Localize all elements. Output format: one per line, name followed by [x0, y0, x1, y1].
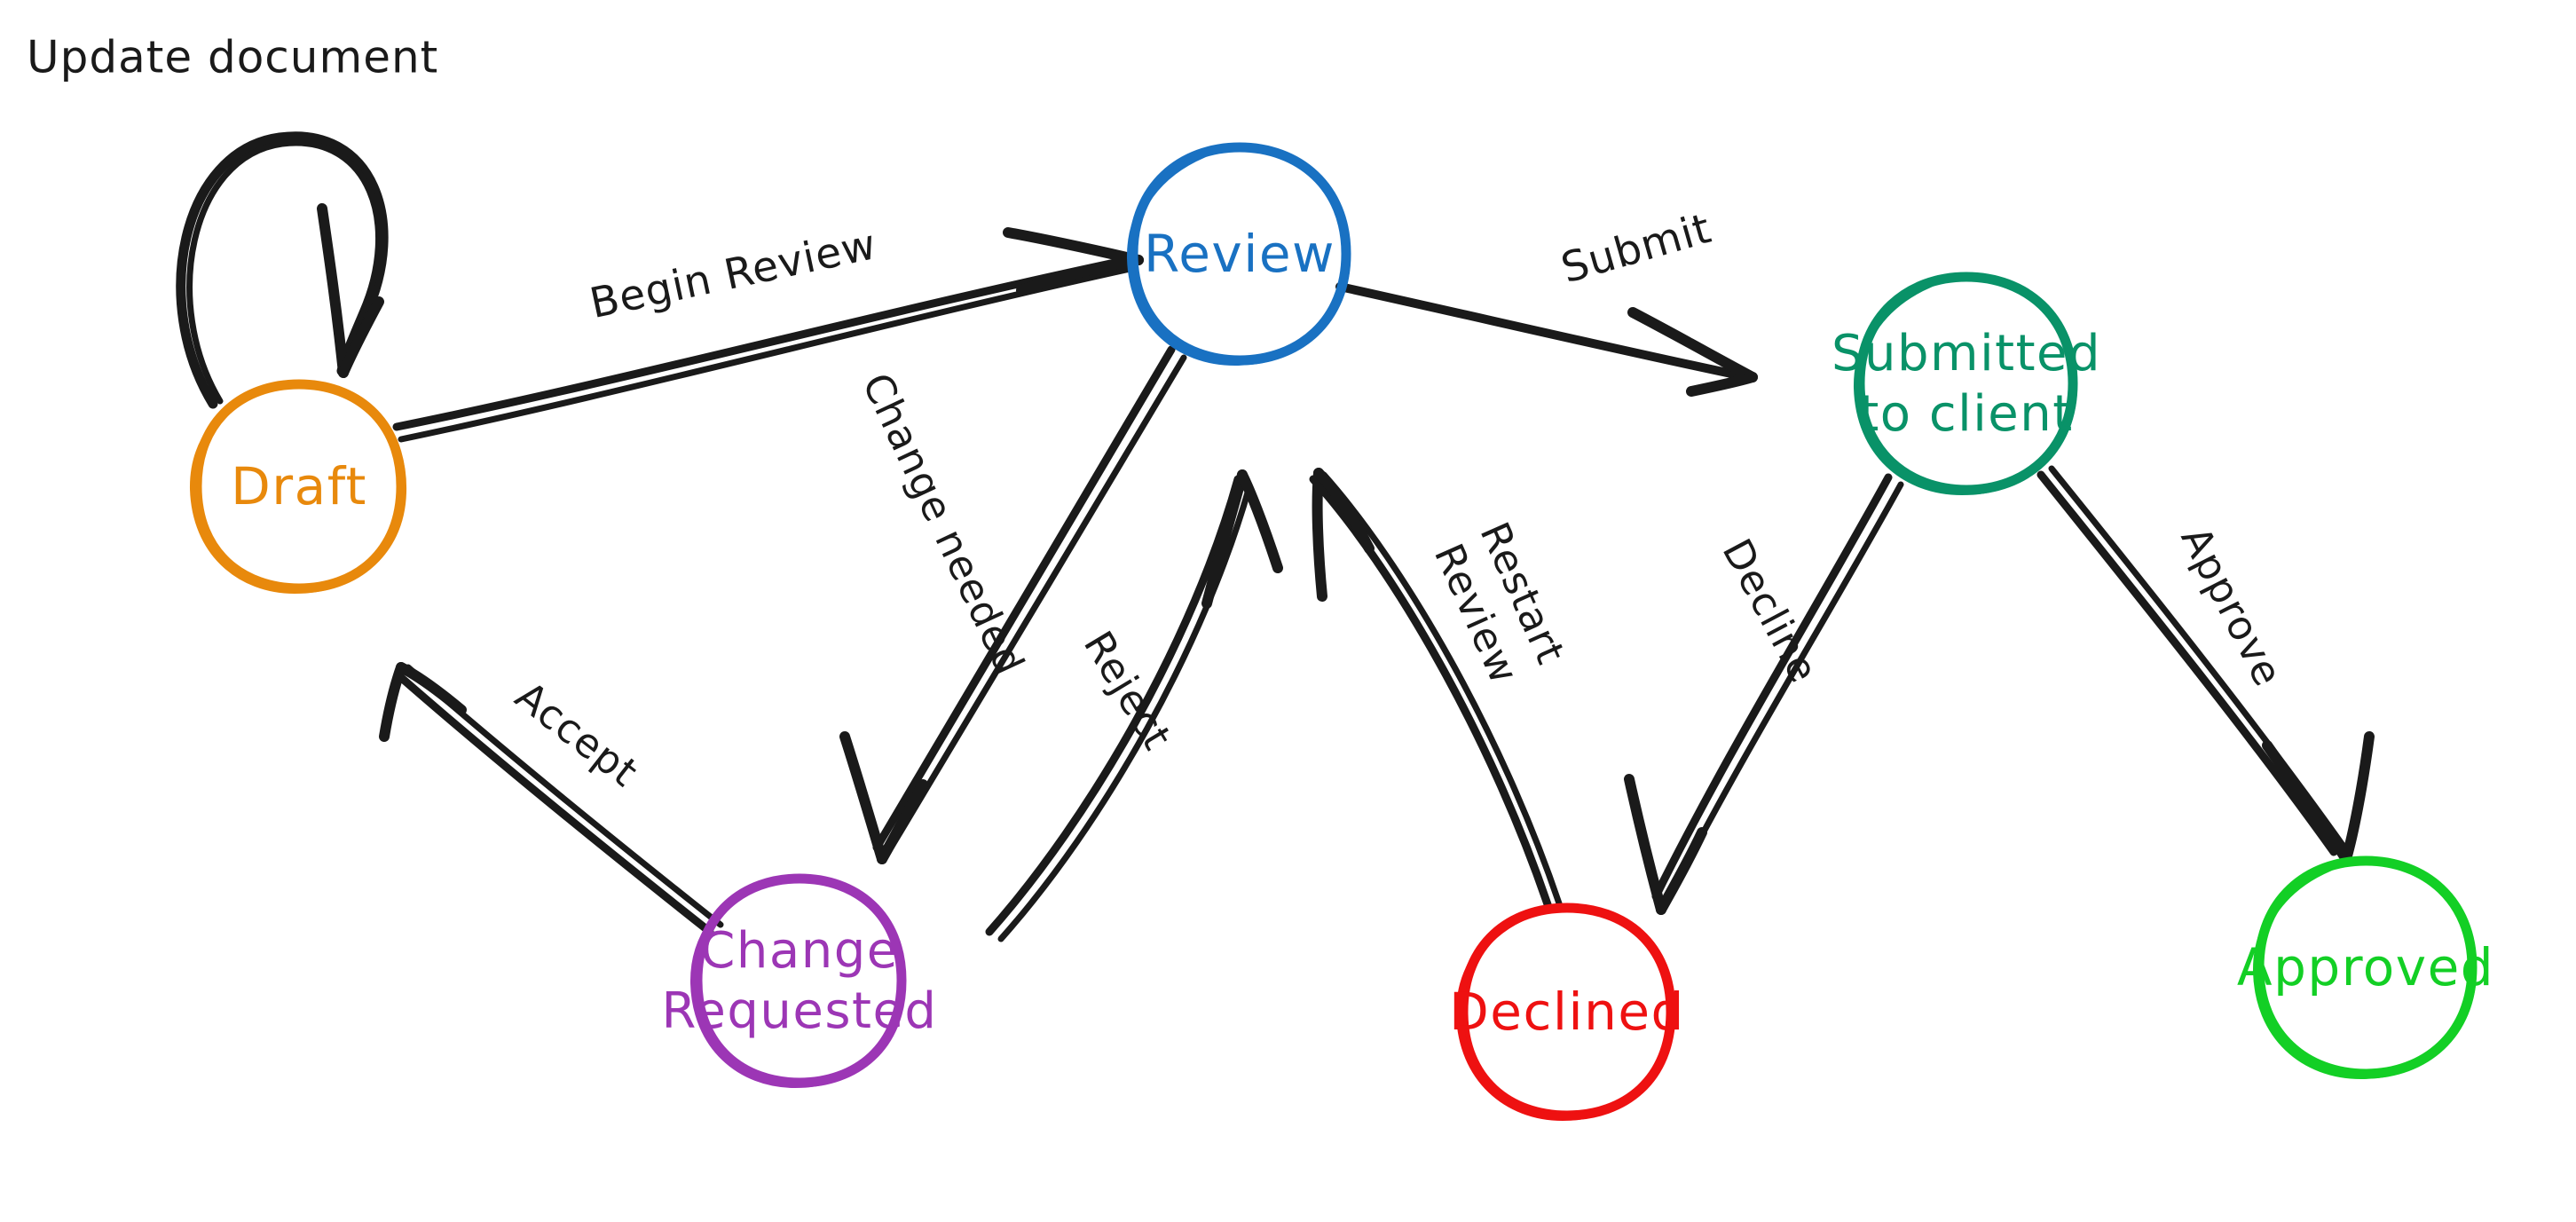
edge-label-restart-review: Restart Review — [1425, 516, 1575, 691]
node-label-submitted-line2: to client — [1859, 385, 2073, 443]
node-label-review: Review — [1144, 224, 1335, 284]
node-approved[interactable]: Approved — [2237, 855, 2494, 1079]
node-label-approved: Approved — [2237, 937, 2494, 997]
edge-restart-review[interactable] — [1309, 468, 1563, 911]
node-declined[interactable]: Declined — [1449, 903, 1685, 1121]
node-review[interactable]: Review — [1126, 142, 1351, 366]
edge-reject[interactable] — [985, 469, 1283, 942]
node-label-change-requested-line2: Requested — [662, 982, 938, 1040]
edge-change-needed[interactable] — [839, 345, 1187, 864]
node-label-draft: Draft — [231, 456, 367, 516]
edge-update-document[interactable] — [176, 131, 389, 409]
node-submitted-to-client[interactable]: Submitted to client — [1832, 272, 2101, 495]
edge-label-submit: Submit — [1556, 204, 1717, 293]
edge-label-accept: Accept — [507, 672, 647, 796]
edge-accept[interactable] — [379, 662, 724, 936]
edge-approve[interactable] — [2036, 465, 2375, 864]
edge-label-begin-review: Begin Review — [586, 220, 881, 328]
node-label-declined: Declined — [1449, 982, 1685, 1042]
edge-submit[interactable] — [1335, 282, 1758, 397]
node-draft[interactable]: Draft — [189, 379, 407, 594]
edge-begin-review[interactable] — [392, 227, 1144, 443]
edge-label-change-needed: Change needed — [853, 366, 1034, 682]
node-change-requested[interactable]: Change Requested — [662, 873, 938, 1088]
edge-decline[interactable] — [1624, 473, 1904, 915]
node-label-change-requested-line1: Change — [700, 922, 898, 980]
node-label-submitted-line1: Submitted — [1832, 325, 2101, 382]
edge-label-update-document: Update document — [27, 32, 438, 83]
